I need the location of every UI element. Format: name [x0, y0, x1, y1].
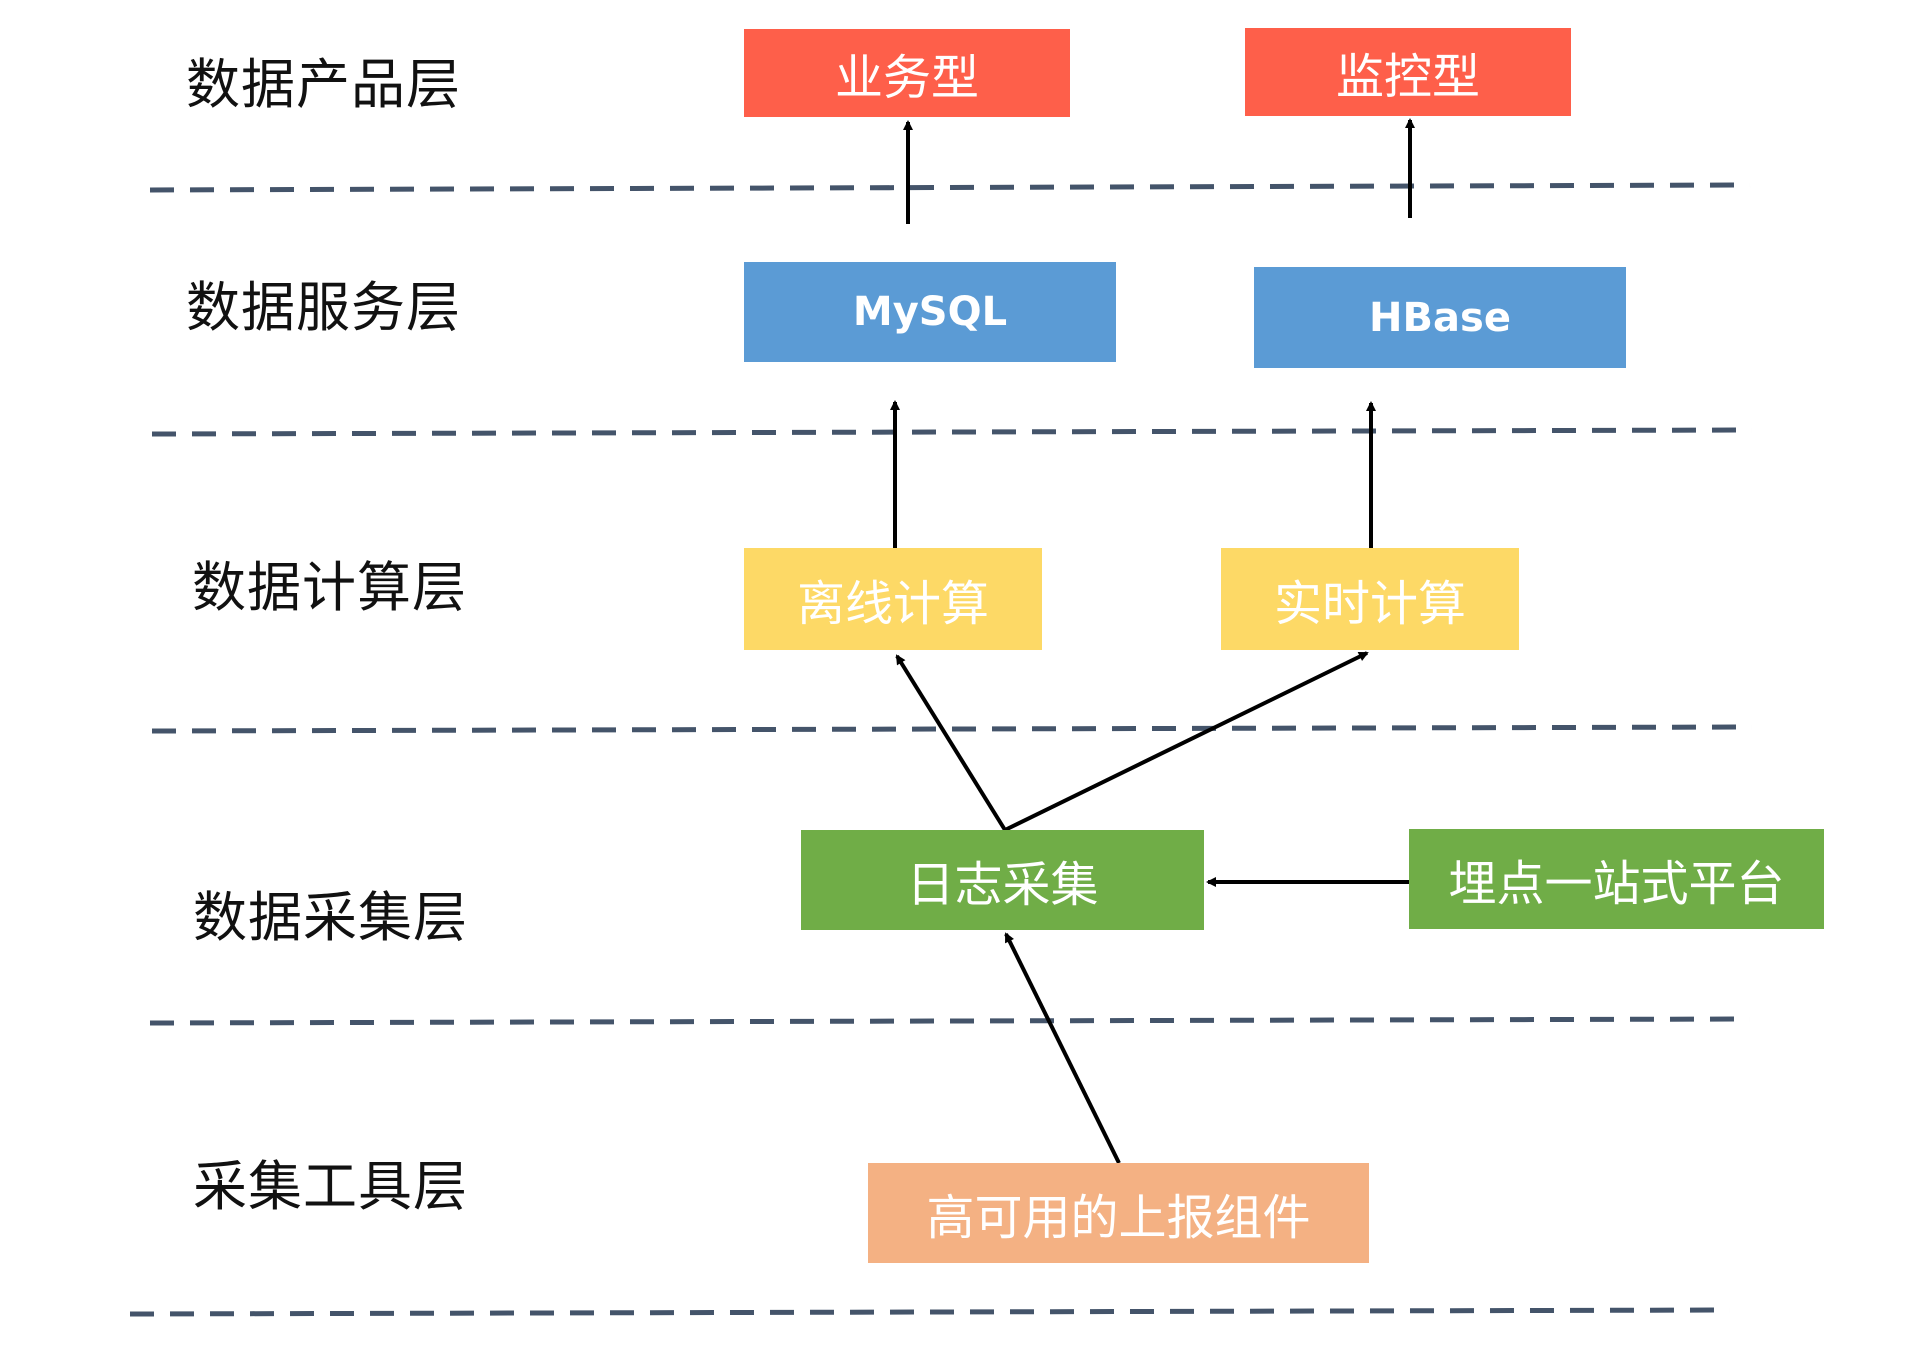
- node-realtime: 实时计算: [1221, 548, 1519, 650]
- node-mysql: MySQL: [744, 262, 1116, 362]
- node-reporter: 高可用的上报组件: [868, 1163, 1369, 1263]
- arrow-log-to-realtime: [1004, 651, 1369, 832]
- separator-line-3: [151, 724, 1753, 734]
- layer-label-compute: 数据计算层: [192, 556, 467, 619]
- arrow-log-to-offline: [895, 654, 1007, 832]
- layer-label-product: 数据产品层: [186, 53, 461, 116]
- node-tracking-platform: 埋点一站式平台: [1409, 829, 1824, 929]
- node-monitor: 监控型: [1245, 28, 1571, 116]
- separator-line-2: [151, 427, 1753, 437]
- node-offline: 离线计算: [744, 548, 1042, 650]
- arrow-reporter-to-log: [1004, 932, 1121, 1164]
- layer-label-tools: 采集工具层: [193, 1155, 468, 1218]
- node-log: 日志采集: [801, 830, 1204, 930]
- separator-line-5: [129, 1307, 1731, 1317]
- node-business: 业务型: [744, 29, 1070, 117]
- node-hbase: HBase: [1254, 267, 1626, 368]
- layer-label-collect: 数据采集层: [193, 886, 468, 949]
- layer-label-service: 数据服务层: [186, 276, 461, 339]
- separator-line-4: [149, 1016, 1751, 1026]
- separator-line-1: [149, 182, 1751, 193]
